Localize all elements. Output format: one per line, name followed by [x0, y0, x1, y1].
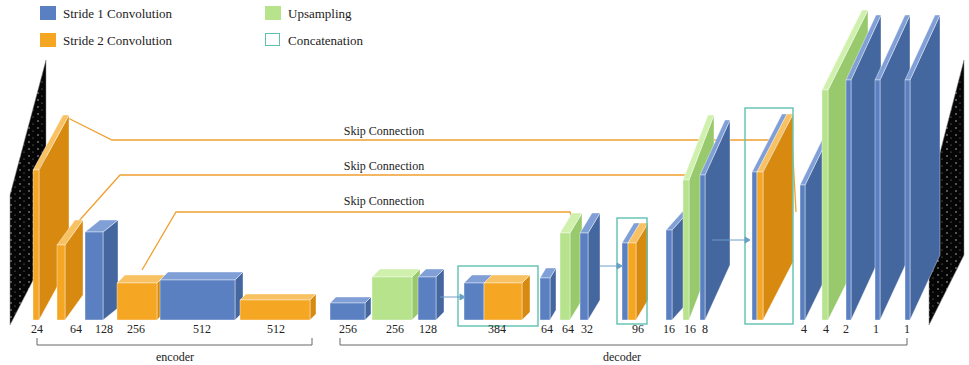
- block-face: [560, 233, 570, 320]
- block-face: [33, 115, 69, 170]
- layer-blocks: [33, 10, 940, 326]
- channel-count: 16: [663, 323, 675, 335]
- channel-count: 384: [488, 323, 506, 335]
- channel-count: 4: [823, 323, 829, 335]
- block-face: [846, 15, 881, 80]
- channel-count: 8: [702, 323, 708, 335]
- channel-count: 256: [386, 323, 404, 335]
- block-face: [560, 213, 582, 233]
- block-face: [757, 114, 793, 172]
- block-face: [85, 232, 103, 320]
- channel-count: 64: [541, 323, 553, 335]
- block-face: [666, 230, 672, 320]
- block-face: [628, 223, 648, 243]
- block-face: [39, 115, 69, 320]
- block-face: [752, 172, 757, 320]
- legend-text: Concatenation: [288, 34, 363, 47]
- block-face: [160, 272, 243, 280]
- channel-count: 64: [70, 323, 82, 335]
- channel-count: 512: [193, 323, 211, 335]
- block-face: [330, 297, 371, 303]
- block-face: [372, 277, 412, 320]
- block-face: [484, 283, 522, 320]
- block-face: [418, 269, 444, 277]
- channel-count: 96: [632, 323, 644, 335]
- channel-count: 512: [267, 323, 285, 335]
- block-face: [822, 90, 828, 320]
- block-face: [418, 277, 436, 320]
- block-face: [103, 220, 118, 320]
- block-face: [160, 280, 235, 320]
- legend-swatch: [40, 33, 56, 47]
- channel-count: 24: [31, 323, 43, 335]
- small-arrows: [440, 237, 750, 300]
- channel-count: 128: [419, 323, 437, 335]
- block-face: [628, 243, 636, 320]
- block-face: [846, 80, 851, 320]
- channel-count: 256: [339, 323, 357, 335]
- legend-swatch: [40, 6, 56, 20]
- channel-count: 64: [562, 323, 574, 335]
- channel-count: 16: [684, 323, 696, 335]
- channel-count: 256: [127, 323, 145, 335]
- block-face: [875, 15, 910, 80]
- block-face: [330, 303, 365, 320]
- block-face: [905, 80, 910, 320]
- block-face: [484, 275, 530, 283]
- block-face: [700, 175, 705, 320]
- block-face: [117, 283, 157, 320]
- block-face: [372, 269, 420, 277]
- block-face: [85, 220, 118, 232]
- legend-text: Stride 1 Convolution: [63, 7, 172, 20]
- block-face: [57, 220, 83, 245]
- channel-count: 4: [801, 323, 807, 335]
- channel-count: 32: [581, 323, 593, 335]
- legend-text: Upsampling: [288, 7, 352, 20]
- block-face: [464, 283, 484, 320]
- legend-swatch: [265, 6, 281, 20]
- section-label: encoder: [156, 351, 194, 363]
- concat-outline: [745, 108, 793, 324]
- channel-count: 1: [873, 323, 879, 335]
- legend-swatch: [265, 33, 280, 46]
- block-face: [622, 243, 628, 320]
- block-face: [580, 213, 600, 233]
- block-face: [763, 114, 793, 320]
- section-label: decoder: [603, 351, 641, 363]
- block-face: [57, 245, 65, 320]
- skip-label: Skip Connection: [341, 159, 427, 173]
- block-face: [757, 172, 763, 320]
- channel-count: 2: [843, 323, 849, 335]
- legend-text: Stride 2 Convolution: [63, 34, 172, 47]
- brackets: [37, 338, 907, 345]
- block-face: [240, 294, 316, 300]
- concat-outline: [617, 218, 647, 324]
- block-face: [700, 120, 730, 175]
- block-face: [540, 268, 556, 278]
- skip-label: Skip Connection: [341, 124, 427, 138]
- channel-count: 1: [904, 323, 910, 335]
- block-face: [683, 180, 689, 320]
- block-face: [800, 185, 805, 320]
- block-face: [33, 170, 39, 320]
- block-face: [905, 15, 940, 80]
- channel-count: 128: [95, 323, 113, 335]
- block-face: [875, 80, 880, 320]
- block-face: [240, 300, 310, 320]
- block-face: [436, 269, 444, 320]
- concat-outline: [458, 266, 538, 326]
- skip-label: Skip Connection: [341, 194, 427, 208]
- block-face: [705, 120, 730, 320]
- block-face: [540, 278, 550, 320]
- block-face: [117, 275, 165, 283]
- block-face: [580, 233, 588, 320]
